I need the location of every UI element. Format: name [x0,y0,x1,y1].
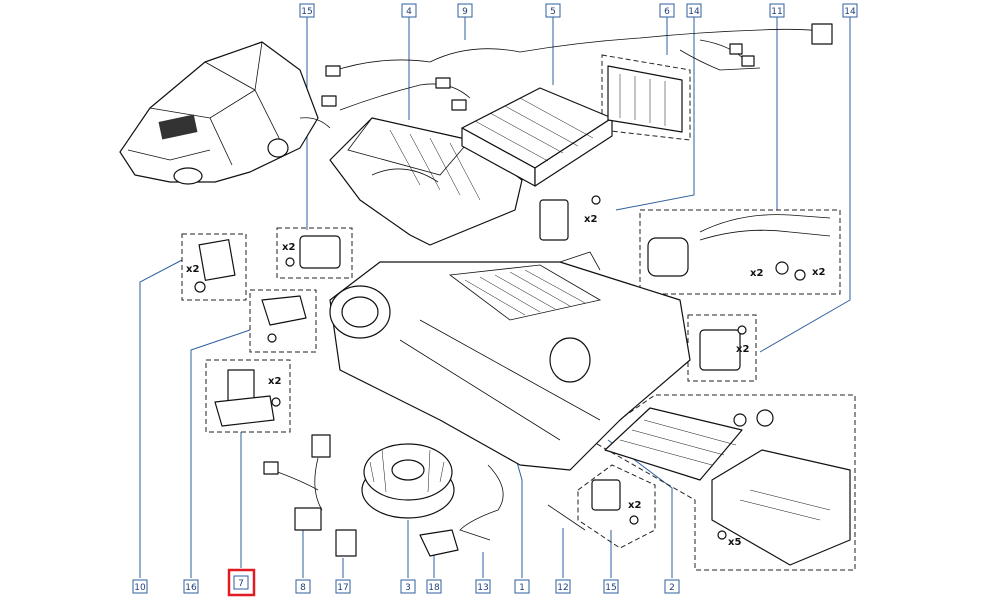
quantity-labels: x2 x2 x2 x2 x2 x2 x2 x2 x5 [186,214,825,548]
cabin-filter [461,87,613,187]
callouts-bottom: 10 16 7 8 17 3 18 13 [132,568,680,597]
svg-text:8: 8 [300,583,306,593]
callout-11: 11 [769,3,785,18]
callout-7-highlighted: 7 [227,568,256,597]
callout-14-top-right: 14 [842,3,858,18]
callout-5: 5 [545,3,561,18]
qty-label: x2 [282,242,295,253]
callout-8: 8 [295,579,311,594]
callout-13: 13 [475,579,491,594]
svg-text:2: 2 [669,583,675,593]
filter-cover [607,65,683,133]
heater-core-and-cover [604,407,851,566]
svg-text:12: 12 [557,583,568,593]
qty-label: x2 [750,268,763,279]
small-parts [194,195,831,557]
svg-text:18: 18 [428,583,440,593]
callout-14-top-left: 14 [686,3,702,18]
wiring-harness [321,23,833,111]
callout-15-top: 15 [299,3,315,18]
qty-label: x2 [812,267,825,278]
callout-3: 3 [400,579,416,594]
car-illustration [119,41,331,185]
svg-text:11: 11 [771,7,782,17]
qty-label: x2 [736,344,749,355]
svg-text:4: 4 [406,7,412,17]
svg-text:14: 14 [688,7,700,17]
svg-text:13: 13 [477,583,488,593]
svg-text:10: 10 [134,583,146,593]
callouts-top: 15 4 9 5 6 14 11 14 [299,3,858,18]
callout-15-bottom: 15 [603,579,619,594]
svg-text:15: 15 [301,7,312,17]
svg-text:17: 17 [337,583,348,593]
qty-label: x2 [268,376,281,387]
svg-text:14: 14 [844,7,856,17]
svg-text:15: 15 [605,583,616,593]
leader-lines [139,16,851,578]
svg-text:9: 9 [462,7,468,17]
part-group-outlines [181,54,856,571]
callout-9: 9 [457,3,473,18]
blower-motor [361,443,455,519]
svg-text:3: 3 [405,583,411,593]
callout-10: 10 [132,579,148,594]
callout-6: 6 [659,3,675,18]
callout-12: 12 [555,579,571,594]
svg-text:5: 5 [550,7,556,17]
qty-label: x5 [728,537,741,548]
callout-2: 2 [664,579,680,594]
svg-text:7: 7 [238,579,244,589]
svg-text:16: 16 [185,583,197,593]
callout-18: 18 [426,579,442,594]
callout-17: 17 [335,579,351,594]
qty-label: x2 [186,264,199,275]
callout-4: 4 [401,3,417,18]
svg-text:1: 1 [519,583,525,593]
qty-label: x2 [628,500,641,511]
callout-16: 16 [183,579,199,594]
callout-1: 1 [514,579,530,594]
qty-label: x2 [584,214,597,225]
main-hvac-unit [329,251,691,471]
svg-text:6: 6 [664,7,670,17]
